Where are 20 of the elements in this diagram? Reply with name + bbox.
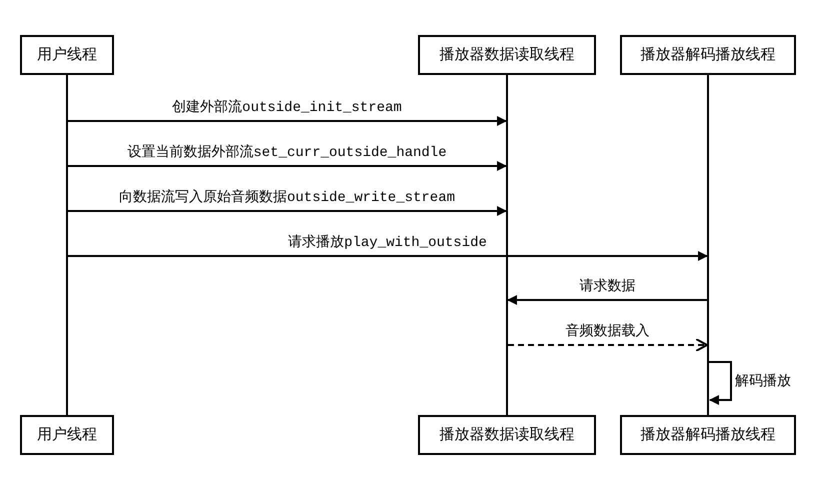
- message-arrow: [68, 206, 507, 216]
- edge-label: 解码播放: [735, 371, 791, 389]
- edge-label: 音频数据载入: [566, 321, 650, 339]
- message-arrow: [68, 116, 507, 126]
- participant-box: 用户线程: [20, 415, 114, 455]
- message-arrow: [68, 251, 708, 261]
- lifeline: [506, 75, 508, 415]
- edge-label: 请求数据: [580, 276, 636, 294]
- edge-label: 请求播放play_with_outside: [288, 232, 487, 252]
- message-arrow: [68, 161, 507, 171]
- dashed-arrow: [508, 338, 708, 352]
- lifeline: [66, 75, 68, 415]
- participant-box: 播放器数据读取线程: [418, 35, 596, 75]
- participant-box: 播放器解码播放线程: [620, 35, 796, 75]
- message-arrow: [507, 295, 707, 305]
- participant-box: 用户线程: [20, 35, 114, 75]
- lifeline: [707, 75, 709, 415]
- participant-box: 播放器数据读取线程: [418, 415, 596, 455]
- participant-box: 播放器解码播放线程: [620, 415, 796, 455]
- message-arrow: [709, 361, 732, 405]
